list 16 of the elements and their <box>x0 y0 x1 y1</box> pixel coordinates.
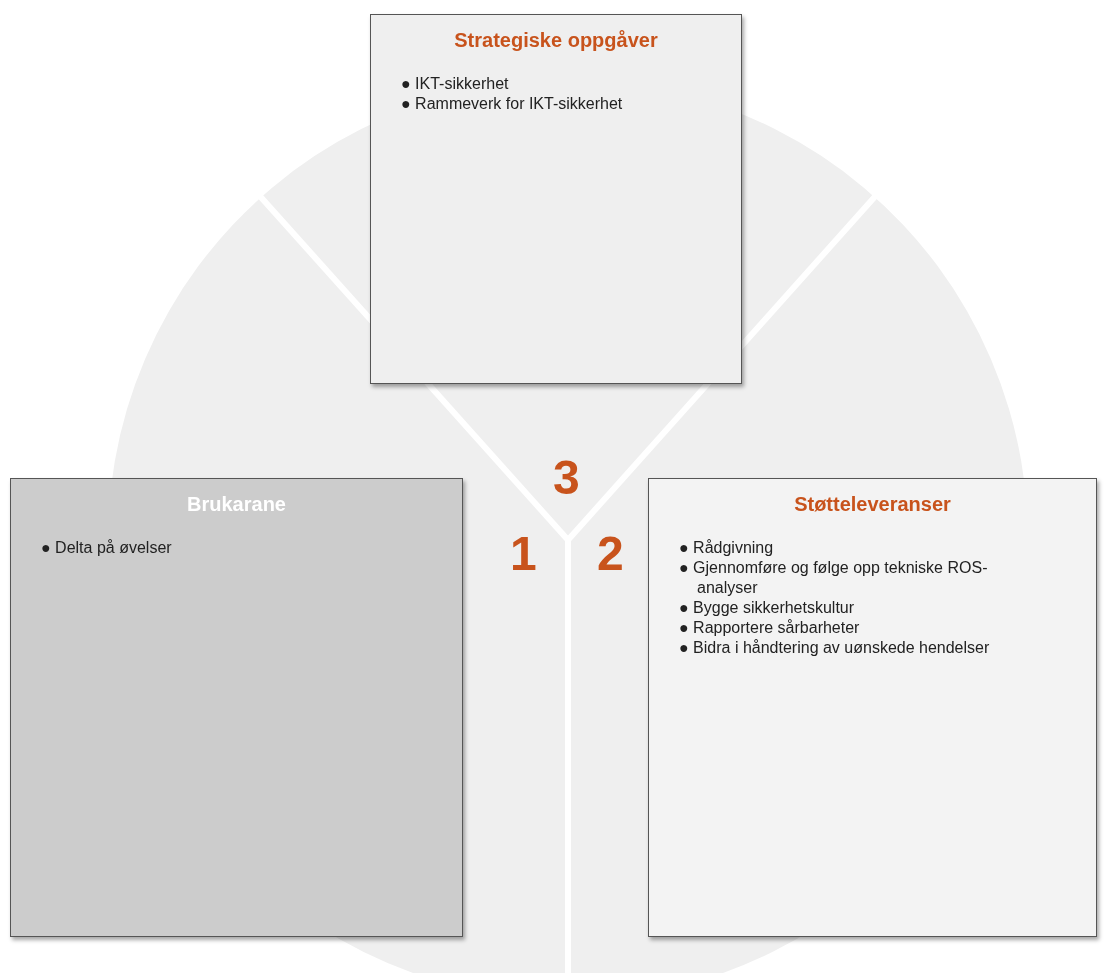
bullet-item: ● Rammeverk for IKT-sikkerhet <box>401 94 623 114</box>
bullet-item: ● Rådgivning <box>679 538 775 558</box>
panel-box <box>370 14 742 384</box>
bullet-item: ● IKT-sikkerhet <box>401 74 509 94</box>
panel-box <box>648 478 1097 937</box>
sector-number: 2 <box>597 530 624 578</box>
panel-box <box>10 478 463 937</box>
box-heading: Støtteleveranser <box>793 493 952 516</box>
box-heading: Strategiske oppgåver <box>453 29 659 52</box>
sector-number: 1 <box>510 530 537 578</box>
bullet-item: ● Gjennomføre og følge opp tekniske ROS-analyser <box>679 558 989 598</box>
sector-number: 3 <box>553 454 580 502</box>
bullet-item: ● Rapportere sårbarheter <box>679 618 860 638</box>
bullet-item: ● Bidra i håndtering av uønskede hendelser <box>679 638 990 658</box>
bullet-item: ● Delta på øvelser <box>41 538 172 558</box>
bullet-item: ● Bygge sikkerhetskultur <box>679 598 855 618</box>
